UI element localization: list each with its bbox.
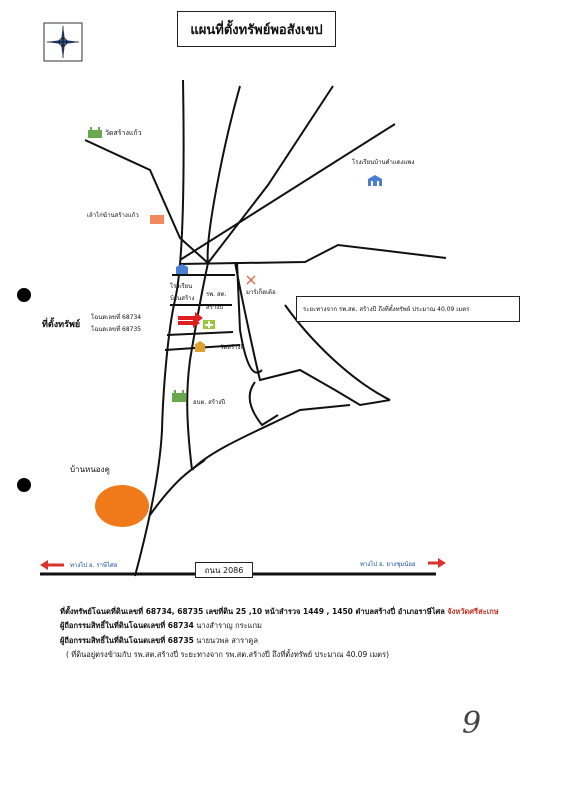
footer-line-4: ( ที่ดินอยู่ตรงข้ามกับ รพ.สต.สร้างปี่ ระ… <box>66 649 390 659</box>
label-hospital-1: รพ. สต. <box>206 291 227 298</box>
footer-line-1-main: ที่ตั้งทรัพย์โฉนดที่ดินเลขที่ 68734, 687… <box>60 607 445 616</box>
label-school-mid: โรงเรียน <box>170 283 193 290</box>
village-marker <box>95 485 149 527</box>
distance-note: ระยะทางจาก รพ.สต. สร้างปี ถึงที่ตั้งทรัพ… <box>296 296 520 322</box>
label-house-left: เล้าไก่ฆ้านสร้างแก้ว <box>87 212 139 219</box>
label-market: มาร์เก็ตเด้อ <box>246 289 276 296</box>
label-deed-1: โฉนดเลขที่ 68734 <box>91 314 142 321</box>
label-site: ที่ตั้งทรัพย์ <box>42 320 81 330</box>
owner-1-label: ผู้ถือกรรมสิทธิ์ในที่ดินโฉนดเลขที่ 68734 <box>60 621 194 631</box>
label-deed-2: โฉนดเลขที่ 68735 <box>91 326 142 333</box>
school-icon <box>368 175 382 186</box>
hospital-icon <box>203 320 215 329</box>
label-temple-top: วัดสร้างแก้ว <box>105 129 142 137</box>
label-school-right: โรงเรียนบ้านคำแดงแพง <box>352 159 415 166</box>
label-temple-mid: วัดสร้างปี <box>220 344 245 351</box>
arrow-right-icon <box>428 558 446 568</box>
label-village: บ้านหนองคู <box>70 465 110 474</box>
direction-left: ทางไป อ. ราษีไศล <box>70 562 118 569</box>
footer-line-3: ผู้ถือกรรมสิทธิ์ในที่ดินโฉนดเลขที่ 68735… <box>60 634 540 648</box>
direction-right: ทางไป อ. ยางชุมน้อย <box>360 561 416 568</box>
office-icon <box>172 390 186 402</box>
owner-2-label: ผู้ถือกรรมสิทธิ์ในที่ดินโฉนดเลขที่ 68735 <box>60 635 194 645</box>
footer-line-1: ที่ตั้งทรัพย์โฉนดที่ดินเลขที่ 68734, 687… <box>60 605 540 619</box>
arrow-left-icon <box>40 560 64 570</box>
market-icon <box>246 275 256 285</box>
map-title: แผนที่ตั้งทรัพย์พอสังเขป <box>177 11 336 47</box>
footer-province: จังหวัดศรีสะเกษ <box>447 607 499 616</box>
compass-icon <box>43 22 83 62</box>
temple-icon <box>194 341 206 352</box>
label-sao: อบต. สร้างปี <box>193 399 226 406</box>
handwritten-page-number: 9 <box>462 706 482 741</box>
temple-icon <box>88 127 102 138</box>
house-icon <box>150 215 164 224</box>
owner-2-name: นายนวพล สาราคูล <box>196 635 258 645</box>
footer-text: ที่ตั้งทรัพย์โฉนดที่ดินเลขที่ 68734, 687… <box>60 605 540 662</box>
footer-line-2: ผู้ถือกรรมสิทธิ์ในที่ดินโฉนดเลขที่ 68734… <box>60 619 540 633</box>
label-school-mid2: บ้านสร้าง <box>170 295 195 302</box>
school-icon <box>176 264 188 274</box>
punch-hole-bottom <box>17 478 31 492</box>
owner-1-name: นางสำราญ กระแกม <box>196 621 263 631</box>
road-name: ถนน 2086 <box>195 562 253 578</box>
punch-hole-top <box>17 288 31 302</box>
site-marker-icon <box>178 312 203 328</box>
label-hospital-2: สร้างปี <box>206 304 223 311</box>
